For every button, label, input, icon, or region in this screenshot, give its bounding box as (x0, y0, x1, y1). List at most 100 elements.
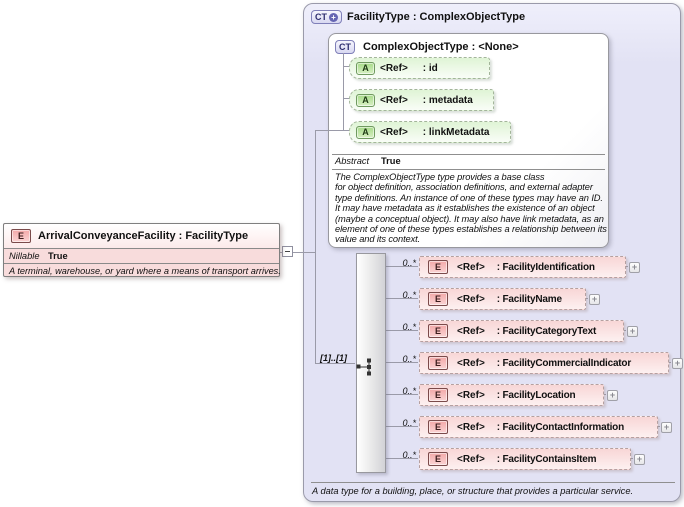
ref-label: <Ref> (457, 293, 485, 305)
attribute-name: : id (422, 62, 438, 74)
expand-button[interactable]: + (661, 422, 672, 433)
connector-line (315, 363, 355, 364)
element-ref-facilitycontactinformation[interactable]: E <Ref> : FacilityContactInformation (419, 416, 658, 438)
element-badge: E (11, 229, 31, 243)
occurrence-label: 0..* (402, 418, 416, 428)
connector-line (630, 458, 633, 459)
attribute-badge: A (356, 125, 375, 139)
ref-label: <Ref> (457, 389, 485, 401)
occurrence-label: 0..* (402, 290, 416, 300)
connector-line (657, 426, 660, 427)
derived-plus-icon: + (329, 12, 338, 22)
sequence-compositor[interactable] (356, 253, 386, 473)
separator (332, 154, 605, 155)
element-declaration-box[interactable]: E ArrivalConveyanceFacility : FacilityTy… (3, 223, 281, 277)
occurrence-label: 0..* (402, 450, 416, 460)
separator (311, 482, 675, 483)
connector-line (668, 362, 671, 363)
base-type-box[interactable]: CT ComplexObjectType : <None> A <Ref> : … (328, 33, 609, 248)
occurrence-label: 0..* (402, 258, 416, 268)
ref-label: <Ref> (457, 421, 485, 433)
attribute-name: : metadata (422, 94, 473, 106)
element-badge: E (428, 420, 448, 434)
complex-type-badge: CT+ (311, 10, 342, 24)
connector-line (585, 298, 588, 299)
element-title-row: E ArrivalConveyanceFacility : FacilityTy… (4, 224, 279, 248)
connector-line (293, 252, 315, 253)
connector-line (385, 394, 418, 395)
element-ref-facilitylocation[interactable]: E <Ref> : FacilityLocation (419, 384, 604, 406)
complex-type-container[interactable]: CT+ FacilityType : ComplexObjectType CT … (303, 3, 683, 502)
connector-line (315, 130, 344, 131)
connector-line (344, 130, 349, 131)
property-value: True (48, 251, 68, 261)
expand-button[interactable]: + (589, 294, 600, 305)
element-name: : FacilityIdentification (496, 261, 595, 273)
element-badge: E (428, 324, 448, 338)
element-name: : FacilityContainsItem (496, 453, 597, 465)
base-type-annotation: The ComplexObjectType type provides a ba… (335, 172, 607, 245)
property-label: Nillable (9, 251, 40, 261)
connector-line (280, 252, 282, 253)
ref-label: <Ref> (380, 126, 408, 138)
element-ref-facilityidentification[interactable]: E <Ref> : FacilityIdentification (419, 256, 626, 278)
attribute-ref-linkmetadata[interactable]: A <Ref> : linkMetadata (349, 121, 511, 143)
cardinality-label: [1]..[1] (320, 353, 347, 363)
attribute-name: : linkMetadata (422, 126, 490, 138)
element-badge: E (428, 260, 448, 274)
element-title: ArrivalConveyanceFacility : FacilityType (38, 230, 249, 242)
connector-line (623, 330, 626, 331)
element-ref-facilitycontainsitem[interactable]: E <Ref> : FacilityContainsItem (419, 448, 631, 470)
attribute-badge: A (356, 61, 375, 75)
connector-line (625, 266, 628, 267)
connector-line (385, 362, 418, 363)
occurrence-label: 0..* (402, 386, 416, 396)
element-name: : FacilityName (496, 293, 562, 305)
connector-line (603, 394, 606, 395)
expand-button[interactable]: + (607, 390, 618, 401)
occurrence-label: 0..* (402, 322, 416, 332)
attribute-ref-metadata[interactable]: A <Ref> : metadata (349, 89, 494, 111)
ct-badge: CT (335, 40, 355, 54)
separator (332, 169, 605, 170)
expand-button[interactable]: + (629, 262, 640, 273)
element-ref-facilitycommercialindicator[interactable]: E <Ref> : FacilityCommercialIndicator (419, 352, 669, 374)
connector-line (344, 66, 349, 67)
connector-line (315, 130, 316, 364)
element-badge: E (428, 356, 448, 370)
element-badge: E (428, 452, 448, 466)
ct-badge-label: CT (315, 12, 327, 22)
element-ref-facilitycategorytext[interactable]: E <Ref> : FacilityCategoryText (419, 320, 624, 342)
attribute-ref-id[interactable]: A <Ref> : id (349, 57, 490, 79)
expand-button[interactable]: + (634, 454, 645, 465)
ref-label: <Ref> (380, 94, 408, 106)
element-ref-facilityname[interactable]: E <Ref> : FacilityName (419, 288, 586, 310)
connector-line (385, 426, 418, 427)
occurrence-label: 0..* (402, 354, 416, 364)
connector-line (385, 330, 418, 331)
collapse-toggle[interactable] (282, 246, 293, 257)
element-name: : FacilityCommercialIndicator (496, 357, 632, 369)
property-label: Abstract (335, 156, 370, 166)
attribute-badge: A (356, 93, 375, 107)
connector-line (385, 458, 418, 459)
expand-button[interactable]: + (627, 326, 638, 337)
type-title: FacilityType : ComplexObjectType (347, 11, 526, 23)
ref-label: <Ref> (380, 62, 408, 74)
base-type-title: ComplexObjectType : <None> (363, 41, 519, 53)
type-annotation: A data type for a building, place, or st… (312, 486, 634, 496)
connector-line (343, 53, 344, 131)
ref-label: <Ref> (457, 453, 485, 465)
sequence-icon (356, 358, 371, 376)
ref-label: <Ref> (457, 357, 485, 369)
minus-icon (285, 251, 290, 252)
element-annotation: A terminal, warehouse, or yard where a m… (4, 263, 281, 277)
expand-button[interactable]: + (672, 358, 683, 369)
connector-line (385, 298, 418, 299)
element-name: : FacilityLocation (496, 389, 576, 401)
connector-line (385, 266, 418, 267)
ref-label: <Ref> (457, 261, 485, 273)
property-value: True (381, 156, 401, 166)
abstract-property-row: Abstract True (335, 156, 401, 166)
